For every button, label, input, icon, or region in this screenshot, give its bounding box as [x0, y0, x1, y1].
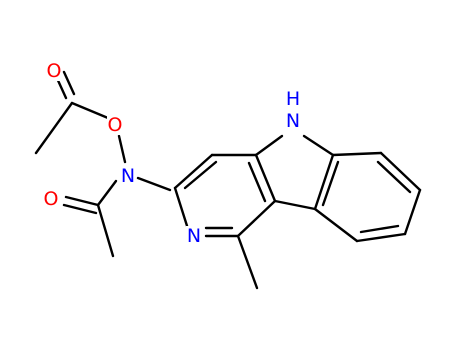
atom-label-n-pyridine: N: [187, 225, 201, 247]
atom-label-nh-indole-n: N: [286, 110, 300, 132]
bond-c4a-c9b: [254, 153, 277, 203]
atom-n-pyridine: N: [186, 225, 202, 247]
bond-c7-c8: [403, 188, 422, 236]
atom-label-o-carbonyl-amide: O: [44, 188, 59, 210]
bond-n5-c5a: [302, 134, 335, 157]
bond-c9b-c9a: [273, 199, 317, 211]
bond-c6-c7-inner: [376, 160, 412, 194]
atom-o-carbonyl-amide: O: [43, 188, 59, 210]
bond-n2-c3: [173, 186, 190, 231]
bond-ester-c-o-double-b: [62, 70, 76, 96]
bond-c6-c7: [379, 151, 422, 192]
bond-c4a-n5: [254, 134, 284, 157]
atom-nh-indole: H N: [285, 88, 301, 132]
atom-label-o-carbonyl-top: O: [47, 60, 62, 82]
bond-o-n: [117, 134, 127, 164]
bond-c4a-c9b-inner: [247, 161, 267, 203]
bond-c8-c9: [355, 232, 407, 243]
atom-o-carbonyl-top: O: [46, 60, 62, 82]
bond-c3-c4-inner: [183, 160, 218, 190]
bond-c3-c4: [173, 153, 214, 190]
bond-c9b-c1: [236, 199, 277, 238]
atom-n-amide: N: [120, 165, 136, 187]
bond-amide-c-methyl: [96, 203, 115, 258]
bond-c9a-c5a: [313, 153, 335, 211]
bond-c5a-c6: [331, 151, 383, 157]
bond-c9a-c5a-inner: [321, 160, 340, 207]
bond-c1-methyl: [236, 234, 259, 290]
bond-n-amide-c: [96, 179, 118, 207]
atom-label-nh-indole-h: H: [286, 88, 300, 110]
atom-labels: O O N O N H N: [43, 60, 301, 247]
bond-ester-c-methyl: [34, 101, 74, 155]
bond-layer: [34, 70, 422, 290]
bond-ester-c-o: [70, 101, 110, 120]
bond-amide-c-o-double-a: [64, 195, 100, 207]
bond-amide-c-o-double-b: [62, 203, 98, 215]
atom-o-ester: O: [107, 114, 123, 136]
bond-c8-c9-inner: [359, 224, 400, 234]
atom-label-o-ester: O: [108, 114, 123, 136]
bond-c9-c9a: [313, 207, 359, 243]
atom-label-n-amide: N: [121, 165, 135, 187]
bond-n-c3: [136, 176, 172, 192]
